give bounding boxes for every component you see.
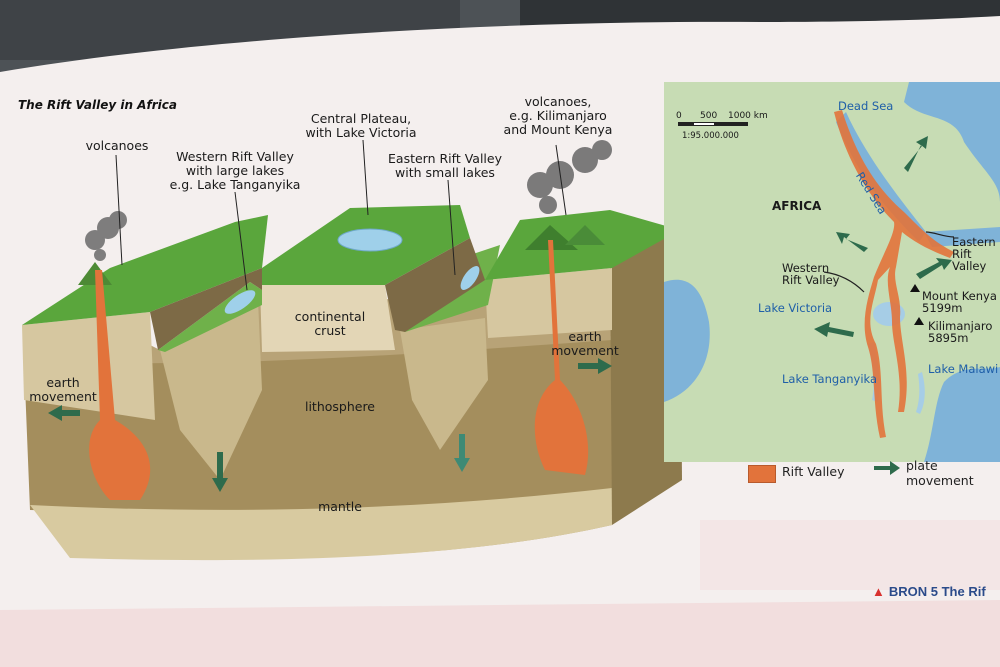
label-earth-movement-left: earth movement [29,375,97,404]
scale-tick-500: 500 [700,111,718,121]
legend-arrow-icon [874,461,900,475]
magma-plume-left [89,270,151,500]
mount-kenya-marker [910,284,920,292]
arrow-down-west [212,452,228,492]
volcano-left [78,262,112,285]
label-volcanoes-right: volcanoes, e.g. Kilimanjaro and Mount Ke… [503,94,613,137]
map-label-lake-victoria: Lake Victoria [758,301,833,315]
diagram-title: The Rift Valley in Africa [18,98,177,112]
western-rift-pointer [823,271,865,293]
scale-tick-0: 0 [676,111,682,121]
label-mantle: mantle [318,499,362,514]
map-label-kilimanjaro: Kilimanjaro 5895m [928,319,993,345]
smoke-left [85,211,127,261]
map-arrow-west [814,322,854,337]
gulf [924,227,1000,247]
legend-rift-valley: Rift Valley [782,464,845,479]
arrow-down-east [454,434,470,472]
africa-rift-map [664,82,1000,462]
map-label-mount-kenya: Mount Kenya 5199m [922,289,997,315]
scale-ratio: 1:95.000.000 [682,131,739,141]
map-label-dead-sea: Dead Sea [838,99,894,113]
arrow-earth-movement-left [48,405,80,421]
cliff-central [385,238,485,332]
legend-plate-movement: plate movement [906,458,974,488]
map-label-africa: AFRICA [772,199,822,213]
scale-tick-1000: 1000 km [728,111,768,121]
map-rift-zone [834,110,954,438]
label-central-plateau: Central Plateau, with Lake Victoria [305,111,417,140]
map-lake-malawi [916,372,925,414]
map-label-lake-malawi: Lake Malawi [928,362,999,376]
western-trench [160,300,262,480]
label-volcanoes-left: volcanoes [85,138,149,153]
volcano-right [525,225,578,250]
label-lithosphere: lithosphere [304,399,376,414]
map-sea-left [664,279,710,402]
eastern-trench [400,318,488,450]
map-label-lake-tanganyika: Lake Tanganyika [782,372,878,386]
eastern-rift-pointer [925,231,955,238]
label-western-rift-valley: Western Rift Valley with large lakes e.g… [169,149,301,192]
red-sea-shape [836,112,926,242]
eastern-small-lake [460,266,480,290]
label-eastern-rift-valley: Eastern Rift Valley with small lakes [388,151,502,180]
mantle-layer [30,488,612,561]
caption-text: BRON 5 The Rif [888,584,986,599]
caption-triangle-icon: ▲ [872,584,885,599]
figure-caption: ▲BRON 5 The Rif [872,584,986,599]
map-label-western-rift: Western Rift Valley [782,261,840,287]
arrow-earth-movement-right [578,358,612,374]
map-label-eastern-rift: Eastern Rift Valley [952,235,996,273]
volcano-right-2 [565,225,605,245]
crust-right [485,268,612,338]
crust-central [260,285,395,352]
lake-tanganyika [224,290,256,314]
cliff-left [150,268,262,350]
magma-plume-right [534,240,589,475]
leader-lines [115,139,567,291]
map-sea-top-right [904,82,1000,202]
lake-victoria [337,228,403,252]
label-continental-crust: continental crust [294,309,366,338]
label-earth-movement-right: earth movement [551,329,619,358]
kilimanjaro-marker [914,317,924,325]
smoke-right [527,140,612,214]
map-arrow-east [916,258,952,279]
crust-left [22,312,155,420]
grass-left [22,215,268,325]
map-sea-bottom-right [924,367,1000,462]
legend-rift-swatch [748,465,776,483]
map-arrow-ne [904,136,928,172]
map-arrow-nw [836,232,868,252]
